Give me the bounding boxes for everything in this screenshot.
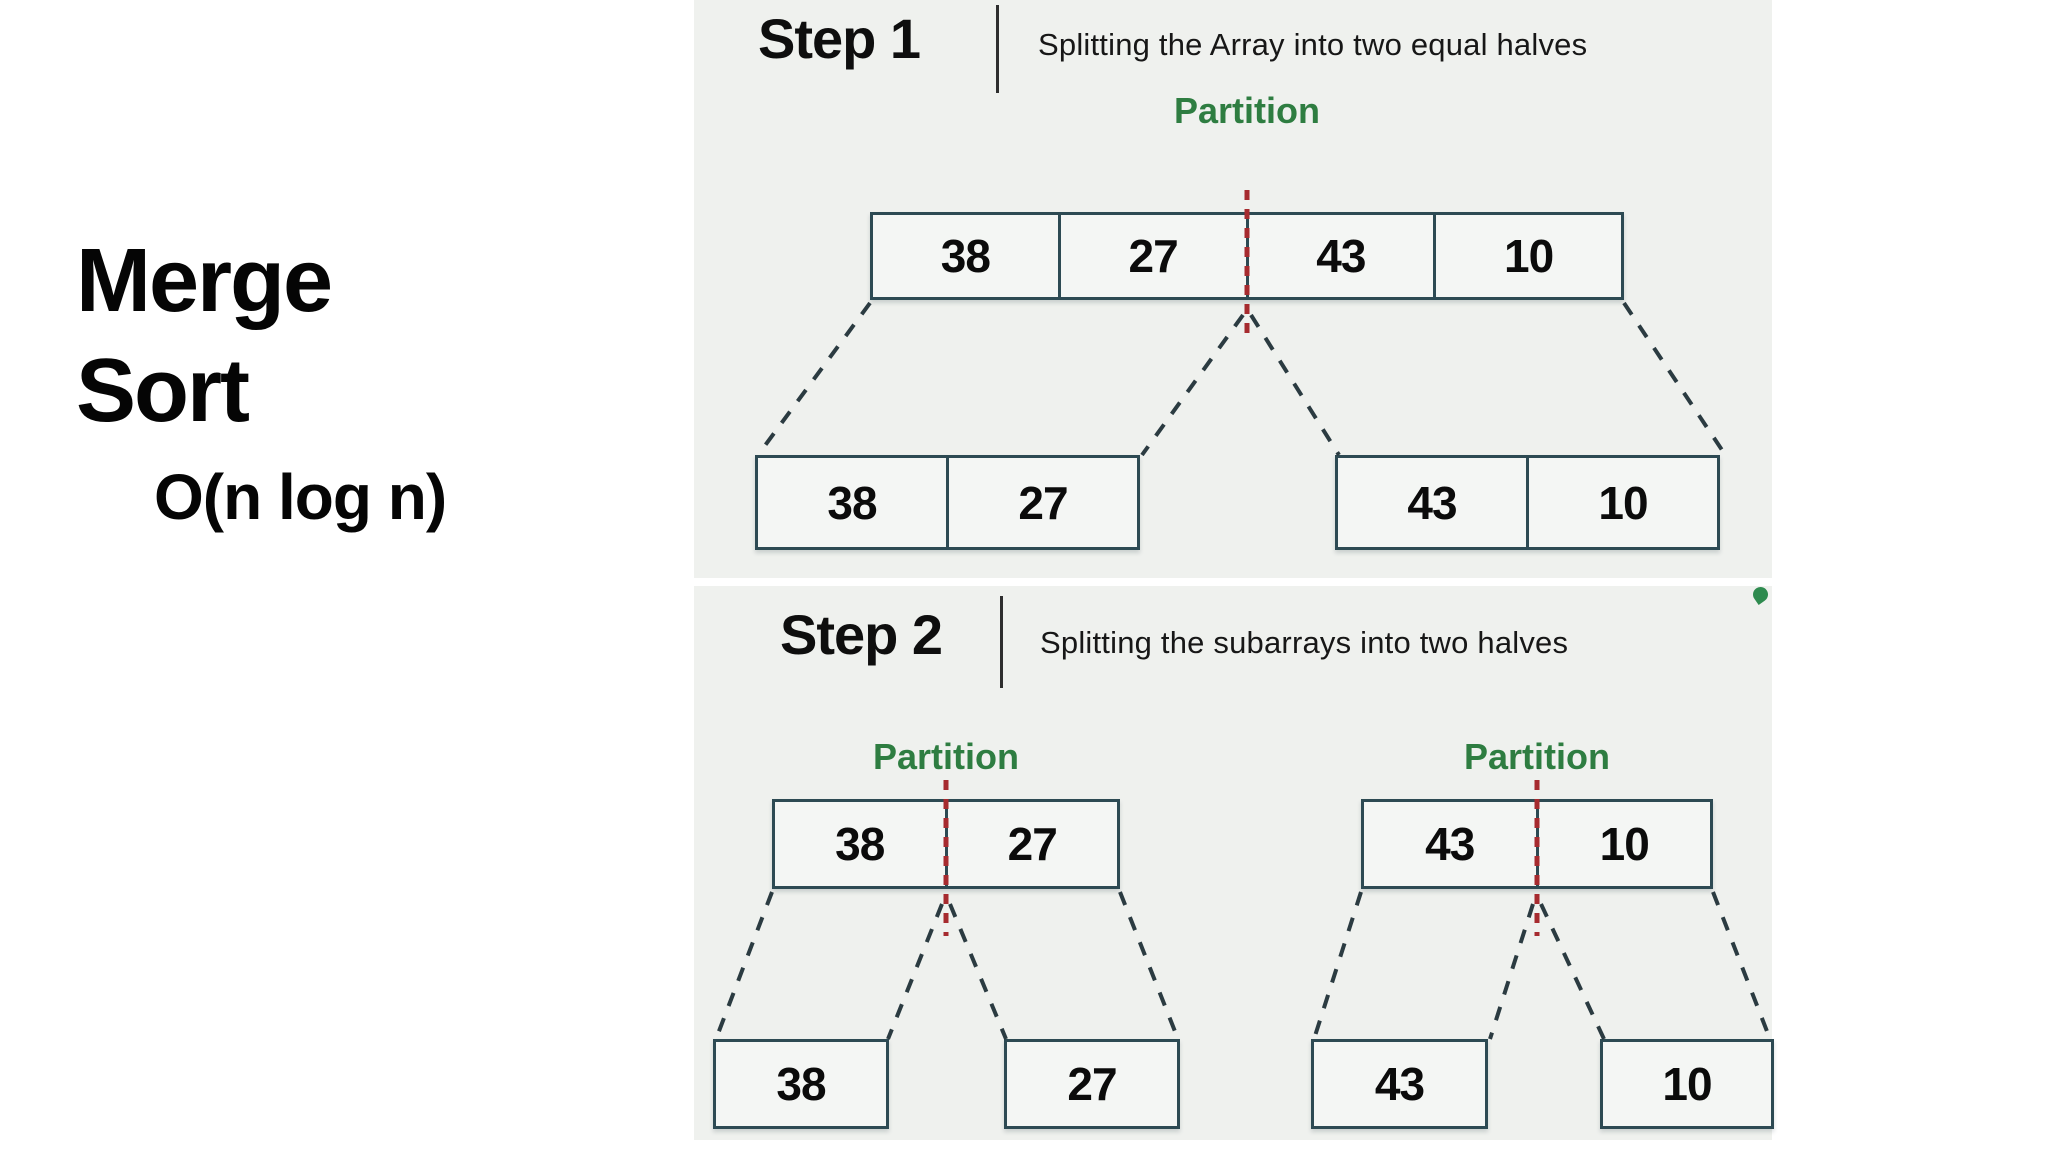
array-cell: 38 [775, 802, 948, 886]
page-title: Merge Sort [76, 226, 446, 446]
partition-label-left: Partition [872, 736, 1020, 777]
left-array: 38 27 [772, 799, 1120, 889]
partition-label-right: Partition [1463, 736, 1611, 777]
complexity-label: O(n log n) [154, 461, 447, 533]
array-cell: 43 [1364, 802, 1539, 886]
array-cell: 38 [873, 215, 1061, 297]
header-divider [1000, 596, 1003, 688]
array-cell: 38 [758, 458, 949, 547]
array-cell: 43 [1338, 458, 1529, 547]
title-line-1: Merge [76, 231, 333, 331]
header-divider [996, 5, 999, 93]
leaf-box: 10 [1600, 1039, 1774, 1129]
step2-panel: Step 2 Splitting the subarrays into two … [694, 584, 1774, 1140]
merge-sort-title-block: Merge Sort O(n log n) [76, 226, 447, 534]
array-cell: 10 [1598, 476, 1648, 529]
leaf-box: 27 [1004, 1039, 1180, 1129]
array-cell: 27 [1007, 818, 1058, 870]
array-cell: 10 [1599, 818, 1650, 870]
array-cell: 10 [1504, 230, 1554, 282]
step1-label: Step 1 [758, 7, 921, 70]
right-array: 43 10 [1361, 799, 1713, 889]
step1-panel: Step 1 Splitting the Array into two equa… [694, 0, 1772, 578]
leaf-box: 43 [1311, 1039, 1488, 1129]
title-line-2: Sort [76, 341, 250, 441]
array-cell: 27 [1061, 215, 1249, 297]
left-subarray: 38 27 [755, 455, 1140, 550]
step1-description: Splitting the Array into two equal halve… [1038, 27, 1588, 62]
array-cell: 43 [1249, 215, 1437, 297]
main-array: 38 27 43 10 [870, 212, 1624, 300]
partition-label: Partition [1173, 90, 1321, 131]
step2-description: Splitting the subarrays into two halves [1040, 625, 1569, 660]
array-cell: 27 [1018, 476, 1068, 529]
leaf-box: 38 [713, 1039, 889, 1129]
right-subarray: 43 10 [1335, 455, 1720, 550]
step2-label: Step 2 [780, 603, 943, 666]
leaf-accent-icon [1750, 584, 1771, 605]
